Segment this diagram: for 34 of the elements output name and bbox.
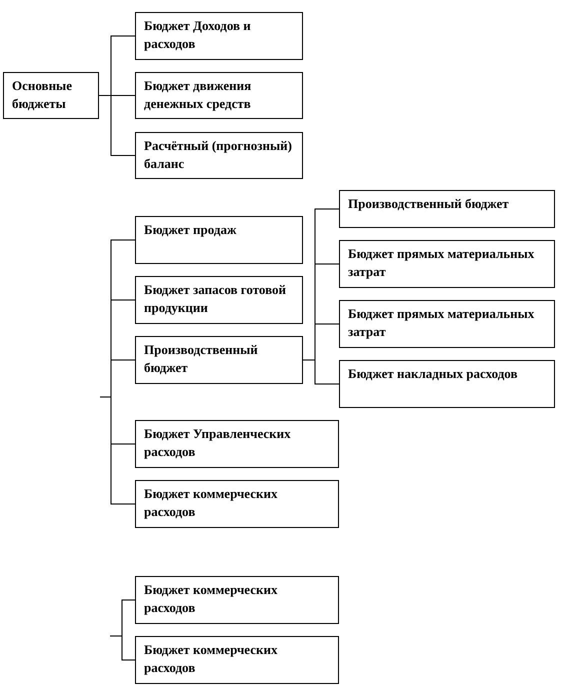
box-label: Основные бюджеты — [12, 77, 73, 113]
connector-line — [98, 95, 136, 156]
box-label: Бюджет прямых материальных затрат — [348, 245, 536, 281]
budget-box — [135, 576, 339, 624]
box-label: Бюджет продаж — [144, 221, 238, 239]
box-label: Бюджет Управленческих расходов — [144, 425, 292, 461]
box-label: Производственный бюджет — [144, 341, 259, 377]
box-label: Бюджет прямых материальных затрат — [348, 305, 536, 341]
box-label: Бюджет коммерческих расходов — [144, 485, 278, 521]
budget-box — [135, 480, 339, 528]
budget-box — [339, 190, 555, 228]
connector-line — [302, 360, 340, 384]
budget-box — [339, 360, 555, 408]
budget-box — [135, 420, 339, 468]
box-label: Расчётный (прогнозный) баланс — [144, 137, 293, 173]
budget-box — [135, 216, 303, 264]
box-label: Бюджет коммерческих расходов — [144, 581, 278, 617]
budget-box — [135, 636, 339, 684]
connector-line — [110, 636, 136, 660]
box-label: Бюджет накладных расходов — [348, 365, 518, 383]
connector-line — [100, 396, 136, 504]
budget-box — [135, 336, 303, 384]
budget-box — [339, 300, 555, 348]
budget-box — [135, 72, 303, 119]
budget-box — [135, 12, 303, 60]
box-label: Бюджет запасов готовой продукции — [144, 281, 288, 317]
budget-box — [135, 276, 303, 324]
budget-box — [339, 240, 555, 288]
box-label: Бюджет Доходов и расходов — [144, 17, 252, 53]
budget-box — [3, 72, 99, 119]
box-label: Бюджет коммерческих расходов — [144, 641, 278, 677]
budget-box — [135, 132, 303, 179]
box-label: Бюджет движения денежных средств — [144, 77, 252, 113]
box-label: Производственный бюджет — [348, 195, 510, 213]
